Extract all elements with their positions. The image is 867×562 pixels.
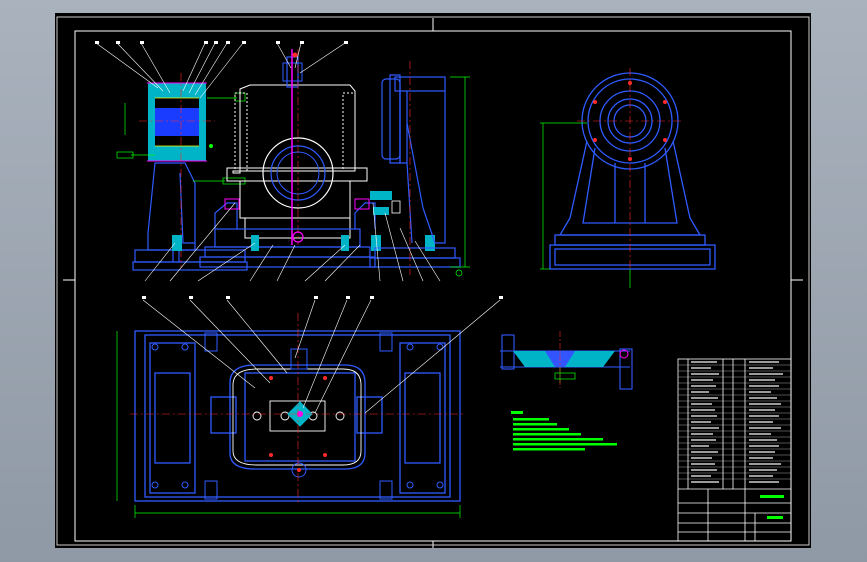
technical-notes [511,411,617,451]
section-view-left [95,42,248,271]
detail-view [500,331,633,390]
title-block [677,358,792,542]
sheet-border [56,16,810,548]
balloon-labels [95,41,503,299]
plan-view [116,299,501,518]
front-view [144,42,435,282]
drawing-svg [56,16,810,548]
side-view [369,61,470,282]
end-view [540,68,716,288]
cad-drawing-canvas[interactable] [55,13,811,548]
